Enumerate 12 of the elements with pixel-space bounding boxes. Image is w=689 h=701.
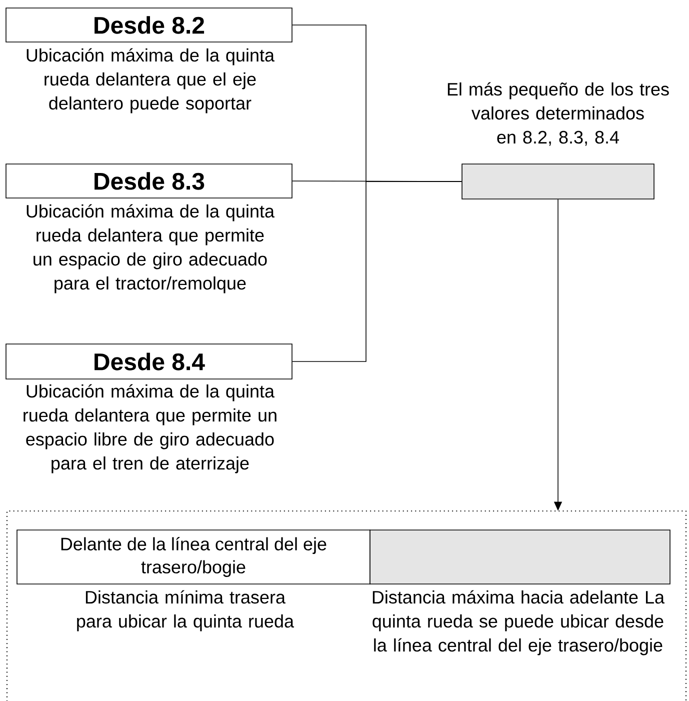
- node-label: Distancia máxima hacia adelante La quinta rueda se puede ubicar desde la línea central del eje trasero/bogie: [372, 590, 665, 656]
- heading-box: Desde 8.4: [6, 344, 292, 380]
- table-cell: Delante de la línea central del eje trasero/bogie: [16, 530, 370, 584]
- node-label: Ubicación máxima de la quinta rueda delantera que permite un espacio libre de giro adecuado para el tren de aterrizaje: [24, 384, 276, 474]
- heading-box: Desde 8.3: [6, 164, 292, 198]
- node-label: Distancia mínima trasera para ubicar la quinta rueda: [77, 590, 294, 632]
- node-label: Ubicación máxima de la quinta rueda delantera que permite un espacio de giro adecuado para el tractor/remolque: [26, 204, 274, 294]
- node-label: Ubicación máxima de la quinta rueda delantera que el eje delantero puede soportar: [26, 48, 274, 114]
- connector: [292, 181, 462, 362]
- node-label: El más pequeño de los tres valores determinados en 8.2, 8.3, 8.4: [448, 82, 669, 146]
- heading-box: Desde 8.2: [6, 8, 292, 42]
- dotted-frame: [6, 510, 687, 701]
